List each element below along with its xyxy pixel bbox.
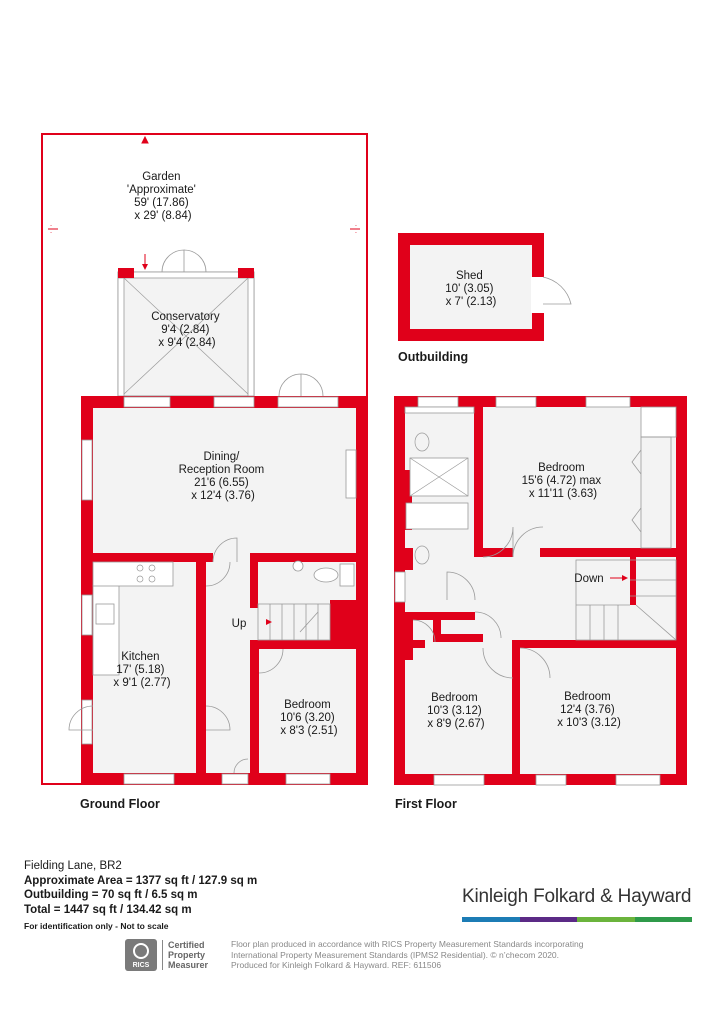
disclaimer-line: International Property Measurement Stand… [231,949,560,960]
shed-label-line: 10' (3.05) [445,283,493,295]
kitchen-label: Kitchen 17' (5.18) x 9'1 (2.77) [113,651,170,689]
dining-room-label-line: x 12'4 (3.76) [191,490,255,502]
brand-bar-segment [577,917,635,922]
rics-line: Measurer [168,960,209,970]
first-bedroom-right-label: Bedroom 12'4 (3.76) x 10'3 (3.12) [557,691,621,729]
disclaimer-line: Floor plan produced in accordance with R… [231,939,584,949]
ground-floor [68,373,368,785]
disclaimer: Floor plan produced in accordance with R… [231,939,651,971]
garden-label-line: Garden [142,171,180,183]
outbuilding-floor-label: Outbuilding [398,350,468,364]
brand-name: Kinleigh Folkard & Hayward [462,886,692,907]
arrow-gap [43,226,365,232]
dining-room-label-line: Dining/ [203,451,240,463]
brand-bar-segment [462,917,520,922]
brand-bar-segment [634,917,692,922]
conservatory-label-line: x 9'4 (2.84) [158,337,215,349]
first-bedroom-right-label-line: 12'4 (3.76) [560,704,615,716]
garden-dimension-arrows [43,135,364,233]
kitchen-label-line: x 9'1 (2.77) [113,677,170,689]
rics-line: Property [168,950,206,960]
stairs-up-arrow-icon [266,619,272,625]
shed-label: Shed 10' (3.05) x 7' (2.13) [445,270,496,308]
outbuilding-area: Outbuilding = 70 sq ft / 6.5 sq m [24,889,198,901]
master-bedroom-label-line: Bedroom [538,462,585,474]
property-info: Fielding Lane, BR2 Approximate Area = 13… [24,859,257,934]
first-bedroom-left-label-line: Bedroom [431,692,478,704]
conservatory [117,249,255,397]
ground-floor-label: Ground Floor [80,797,160,811]
garden-label-line: 59' (17.86) [134,197,189,209]
dining-room-label: Dining/ Reception Room 21'6 (6.55) x 12'… [179,451,268,502]
kitchen-label-line: 17' (5.18) [116,664,164,676]
disclaimer-line: Produced for Kinleigh Folkard & Hayward.… [231,960,442,970]
master-bedroom-label: Bedroom 15'6 (4.72) max x 11'11 (3.63) [522,462,605,500]
rics-certified-text: Certified Property Measurer [168,940,208,970]
shed [398,233,572,341]
garden-boundary [41,133,368,785]
dining-room-label-line: Reception Room [179,464,265,476]
ground-bedroom-label: Bedroom 10'6 (3.20) x 8'3 (2.51) [280,699,338,737]
total-area: Total = 1447 sq ft / 134.42 sq m [24,903,192,916]
conservatory-label-line: 9'4 (2.84) [161,324,209,336]
master-bedroom-label-line: x 11'11 (3.63) [529,488,597,500]
master-bedroom-label-line: 15'6 (4.72) max [522,475,602,487]
ground-bedroom-label-line: x 8'3 (2.51) [280,725,337,737]
rics-logo: RICS Certified Property Measurer [125,938,225,972]
first-bedroom-left-label-line: 10'3 (3.12) [427,705,482,717]
stairs-down-arrow-icon [610,575,628,581]
shed-label-line: x 7' (2.13) [446,296,497,308]
rics-line: Certified [168,940,205,950]
identification-note: For identification only - Not to scale [24,921,169,931]
shed-label-line: Shed [456,270,483,282]
approximate-area: Approximate Area = 1377 sq ft / 127.9 sq… [24,874,258,887]
floor-plan: Garden 'Approximate' 59' (17.86) x 29' (… [41,133,687,811]
brand-bar-segment [519,917,577,922]
rics-badge-text: RICS [132,962,150,969]
garden-label-line: x 29' (8.84) [134,210,191,222]
conservatory-label: Conservatory 9'4 (2.84) x 9'4 (2.84) [151,311,223,349]
kitchen-label-line: Kitchen [121,651,159,663]
first-bedroom-right-label-line: Bedroom [564,691,611,703]
garden-label-line: 'Approximate' [127,184,196,196]
first-bedroom-right-label-line: x 10'3 (3.12) [557,717,621,729]
ground-bedroom-label-line: Bedroom [284,699,331,711]
stairs-down-label: Down [574,573,603,585]
first-floor [394,396,687,786]
garden-label: Garden 'Approximate' 59' (17.86) x 29' (… [127,171,199,222]
brand-color-bar [462,917,692,922]
conservatory-label-line: Conservatory [151,311,220,323]
first-bedroom-left-label: Bedroom 10'3 (3.12) x 8'9 (2.67) [427,692,485,730]
stairs-up-label: Up [232,618,247,630]
dining-room-label-line: 21'6 (6.55) [194,477,249,489]
ground-bedroom-label-line: 10'6 (3.20) [280,712,335,724]
rics-badge-icon: RICS [125,939,157,971]
first-bedroom-left-label-line: x 8'9 (2.67) [427,718,484,730]
address: Fielding Lane, BR2 [24,860,122,872]
first-floor-label: First Floor [395,797,457,811]
